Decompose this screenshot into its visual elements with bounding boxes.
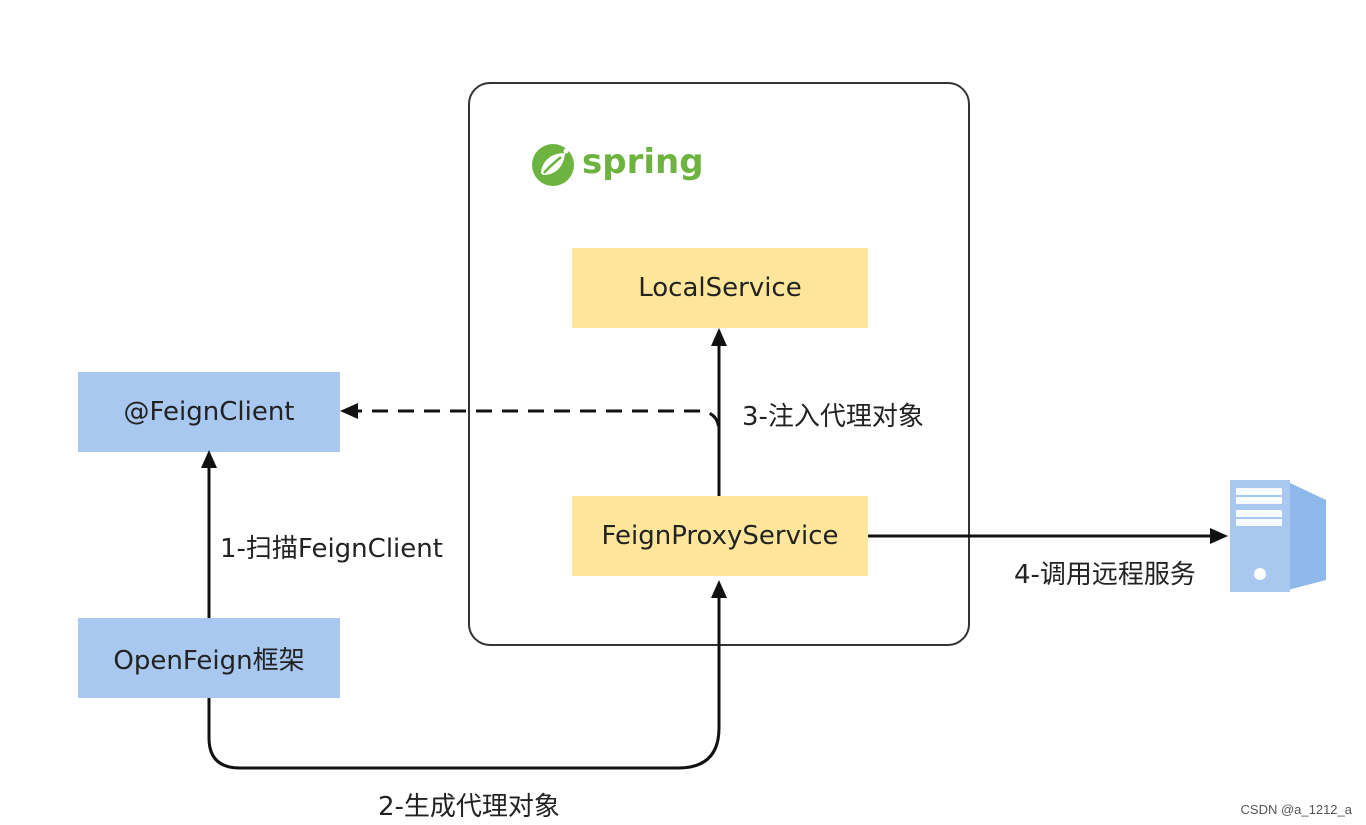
spring-leaf-icon — [532, 144, 574, 186]
arrow-inject-head — [711, 328, 727, 346]
arrow-generate-proxy-head — [711, 580, 727, 598]
arrow-call-remote-head — [1210, 528, 1228, 544]
arrow-dashed-reference-head — [340, 403, 358, 419]
watermark: CSDN @a_1212_a — [1240, 802, 1352, 817]
feign-proxy-service-box: FeignProxyService — [572, 496, 868, 576]
label-generate-proxy: 2-生成代理对象 — [378, 792, 560, 822]
arrow-scan-head — [201, 450, 217, 468]
feign-client-box: @FeignClient — [78, 372, 340, 452]
local-service-box: LocalService — [572, 248, 868, 328]
openfeign-box: OpenFeign框架 — [78, 618, 340, 698]
label-call-remote: 4-调用远程服务 — [1014, 560, 1196, 590]
spring-logo-text: spring — [582, 142, 704, 182]
spring-logo: spring — [530, 138, 710, 190]
server-icon — [1230, 480, 1326, 592]
arrow-dashed-reference — [358, 409, 721, 452]
label-inject-proxy: 3-注入代理对象 — [742, 402, 924, 432]
arrow-generate-proxy — [207, 596, 721, 770]
label-scan-feignclient: 1-扫描FeignClient — [220, 534, 443, 564]
